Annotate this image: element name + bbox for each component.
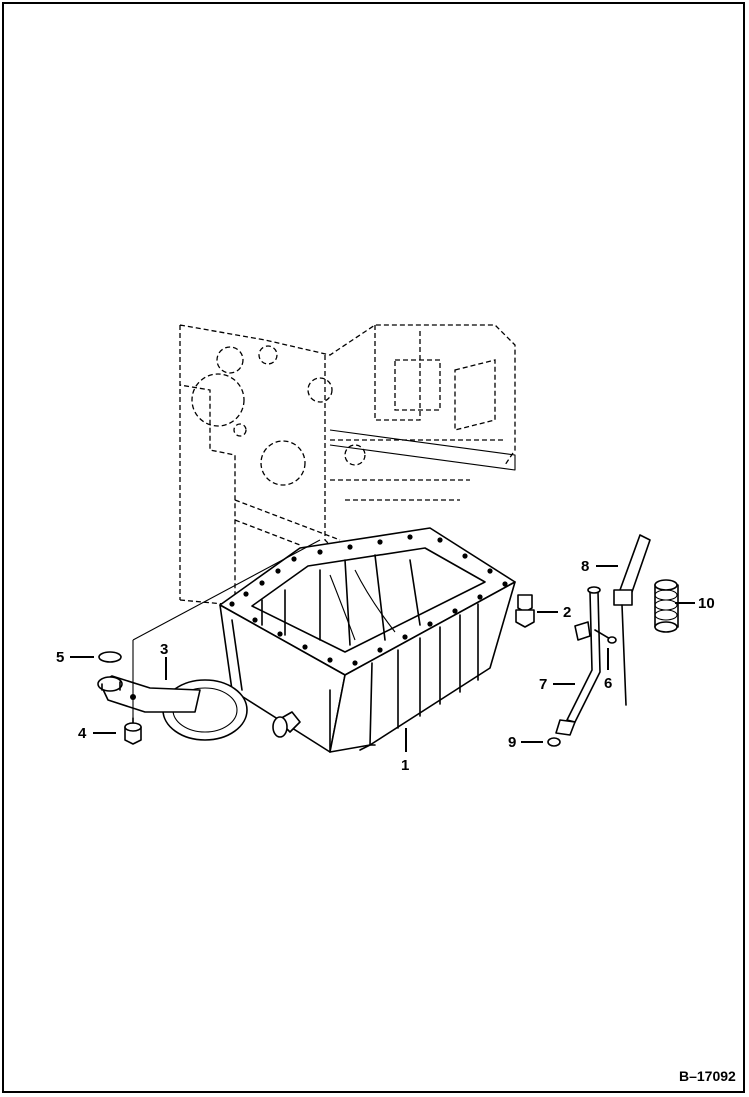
dipstick bbox=[613, 534, 651, 706]
oil-strainer bbox=[97, 675, 248, 741]
flange-bolt-holes bbox=[229, 534, 508, 666]
drain-plug bbox=[515, 594, 535, 628]
engine-block-phantom bbox=[179, 324, 516, 606]
callout-1: 1 bbox=[401, 757, 409, 774]
strainer-bolt bbox=[124, 717, 142, 745]
dipstick-guide bbox=[555, 586, 601, 736]
callout-6: 6 bbox=[604, 675, 612, 692]
assembly-line-1 bbox=[132, 539, 321, 641]
oil-filter bbox=[654, 579, 679, 633]
callout-3: 3 bbox=[160, 641, 168, 658]
o-ring bbox=[98, 651, 122, 663]
callout-7: 7 bbox=[539, 676, 547, 693]
callout-4: 4 bbox=[78, 725, 87, 742]
oil-pan bbox=[219, 527, 516, 753]
guide-bracket bbox=[574, 621, 617, 644]
callout-10: 10 bbox=[698, 595, 715, 612]
callout-2: 2 bbox=[563, 604, 571, 621]
callout-9: 9 bbox=[508, 734, 516, 751]
callout-5: 5 bbox=[56, 649, 64, 666]
small-o-ring bbox=[547, 737, 561, 747]
figure-reference-code: B–17092 bbox=[679, 1068, 736, 1084]
callout-8: 8 bbox=[581, 558, 589, 575]
